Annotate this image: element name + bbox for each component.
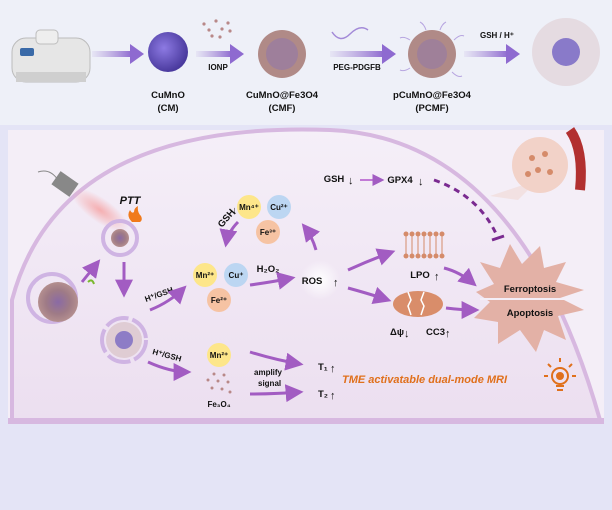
mn2-mri-label: Mn²⁺ bbox=[210, 351, 228, 360]
mn2-mri-ion bbox=[207, 343, 231, 367]
cc3-label: CC3 bbox=[426, 327, 445, 338]
synthesis-arrow-4 bbox=[464, 44, 520, 64]
synthesis-arrow-3 bbox=[330, 44, 396, 64]
cmf-particle-icon bbox=[258, 30, 306, 78]
signal-label: signal bbox=[258, 379, 281, 388]
cmf-label: CuMnO@Fe3O4 bbox=[246, 90, 319, 101]
cm-abbrev: (CM) bbox=[157, 103, 178, 114]
lipid-bilayer-icon bbox=[403, 231, 445, 259]
synthesis-panel bbox=[0, 0, 612, 125]
mri-caption: TME activatable dual-mode MRI bbox=[342, 374, 508, 386]
h2o2-label: H₂O₂ bbox=[257, 264, 280, 275]
fe3-label: Fe³⁺ bbox=[260, 228, 276, 237]
pcmf-particle-icon bbox=[399, 21, 465, 78]
cumno-particle-icon bbox=[148, 32, 188, 72]
lpo-label: LPO bbox=[410, 270, 430, 281]
endosome-1 bbox=[101, 219, 139, 257]
lightbulb-icon bbox=[544, 358, 576, 391]
apoptosis-label: Apoptosis bbox=[507, 308, 553, 319]
ros-to-mito-arrow bbox=[347, 286, 392, 304]
flame-icon bbox=[128, 206, 142, 222]
cu1-label: Cu⁺ bbox=[229, 271, 244, 280]
ros-to-lipid-arrow bbox=[347, 248, 396, 272]
cell-base-membrane bbox=[8, 418, 604, 424]
endosome-nanoparticle-icon bbox=[111, 229, 129, 247]
gsh-top-down-icon: ↓ bbox=[348, 175, 354, 187]
lpo-to-ferroptosis-arrow bbox=[443, 266, 477, 287]
mn4-label: Mn⁴⁺ bbox=[239, 203, 259, 212]
ros-oxidize-arrow bbox=[301, 223, 321, 251]
ptt-label: PTT bbox=[120, 195, 142, 207]
cu2-label: Cu²⁺ bbox=[270, 203, 288, 212]
pcmf-entering-icon bbox=[38, 282, 78, 322]
gsh-reduce-arrow bbox=[219, 220, 240, 248]
gsh-top-label: GSH bbox=[324, 174, 345, 185]
gpx4-down-icon: ↓ bbox=[418, 176, 424, 188]
mn2-ion bbox=[193, 263, 217, 287]
mito-to-apoptosis-arrow bbox=[445, 300, 480, 319]
t2-label: T₂ bbox=[318, 389, 328, 400]
ros-label: ROS bbox=[302, 276, 323, 287]
synthesis-arrow-1 bbox=[92, 44, 144, 64]
fe3o4-dots-icon bbox=[206, 372, 232, 394]
h2o2-arrow bbox=[249, 271, 296, 290]
microwave-reactor-icon bbox=[11, 29, 91, 83]
fe3o4-label: Fe₃O₄ bbox=[207, 400, 230, 409]
lpo-up-icon: ↑ bbox=[434, 271, 440, 283]
ferroptosis-label: Ferroptosis bbox=[504, 284, 556, 295]
gpx4-inhibition-line bbox=[433, 178, 500, 239]
to-mri-agents-arrow bbox=[147, 360, 192, 381]
ionp-dots-icon bbox=[202, 19, 232, 39]
cu1-ion bbox=[224, 263, 248, 287]
pcmf-abbrev: (PCMF) bbox=[415, 103, 448, 114]
cm-label: CuMnO bbox=[151, 90, 185, 101]
pcmf-label: pCuMnO@Fe3O4 bbox=[393, 90, 472, 101]
receptor-icon bbox=[87, 279, 95, 285]
mn-to-t1-arrow bbox=[249, 350, 304, 371]
peg-pdgfb-label: PEG-PDGFB bbox=[333, 63, 381, 72]
laser-device-icon bbox=[37, 170, 79, 197]
cmf-abbrev: (CMF) bbox=[269, 103, 296, 114]
t1-label: T₁ bbox=[318, 362, 328, 373]
tumor-tissue-icon bbox=[490, 127, 586, 200]
cu2-ion bbox=[267, 195, 291, 219]
fe2-label: Fe²⁺ bbox=[211, 296, 227, 305]
synthesis-arrow-2 bbox=[196, 44, 244, 64]
ionp-label: IONP bbox=[208, 63, 228, 72]
to-reduced-ions-arrow bbox=[149, 285, 187, 312]
cc3-up-icon: ↑ bbox=[445, 328, 451, 340]
gsh-h-label: GSH / H⁺ bbox=[480, 31, 514, 40]
mitochondrion-icon bbox=[393, 291, 443, 317]
broken-endosome bbox=[100, 316, 148, 364]
ros-glow bbox=[300, 260, 340, 300]
delta-psi-label: Δψ bbox=[390, 327, 404, 338]
gpx4-label: GPX4 bbox=[387, 175, 413, 186]
mn4-ion bbox=[237, 195, 261, 219]
gsh-down-arrow-icon: ↓ bbox=[232, 205, 238, 217]
mn2-label: Mn²⁺ bbox=[196, 271, 214, 280]
fe3-ion bbox=[256, 220, 280, 244]
t1-up-icon: ↑ bbox=[330, 363, 336, 375]
fe2-ion bbox=[207, 288, 231, 312]
uptake-arrow bbox=[80, 259, 101, 283]
amplify-label: amplify bbox=[254, 368, 283, 377]
peg-chain-icon bbox=[331, 27, 369, 40]
ros-up-arrow-icon: ↑ bbox=[333, 277, 339, 289]
t2-up-icon: ↑ bbox=[330, 390, 336, 402]
delta-psi-down-icon: ↓ bbox=[404, 328, 410, 340]
fe-to-t2-arrow bbox=[249, 384, 304, 403]
degraded-particle-icon bbox=[532, 18, 600, 86]
inhibition-bar bbox=[491, 234, 505, 242]
